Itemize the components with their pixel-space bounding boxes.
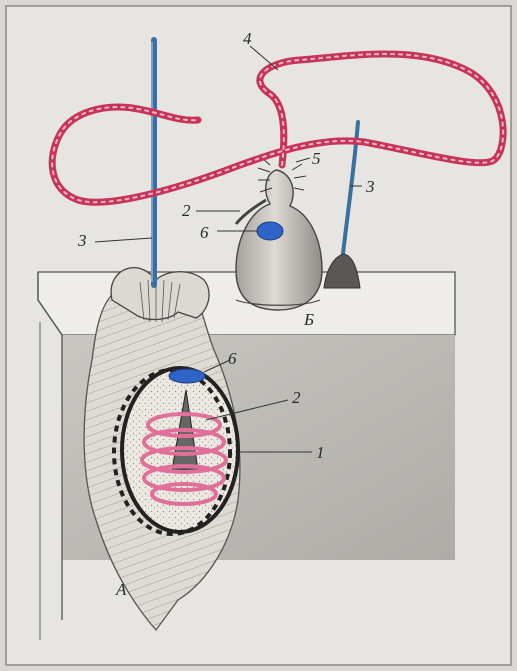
operculum-A [169, 369, 205, 383]
label-5: 5 [312, 149, 321, 168]
label-2-A: 2 [292, 388, 301, 407]
operculum-B [257, 222, 283, 240]
label-6-B: 6 [200, 223, 209, 242]
label-6-A: 6 [228, 349, 237, 368]
label-1: 1 [316, 443, 325, 462]
label-3-A: 3 [77, 231, 87, 250]
label-B: Б [303, 310, 314, 329]
label-A: А [115, 580, 127, 599]
label-3-B: 3 [365, 177, 375, 196]
label-2-B: 2 [182, 201, 191, 220]
label-4: 4 [243, 29, 252, 48]
